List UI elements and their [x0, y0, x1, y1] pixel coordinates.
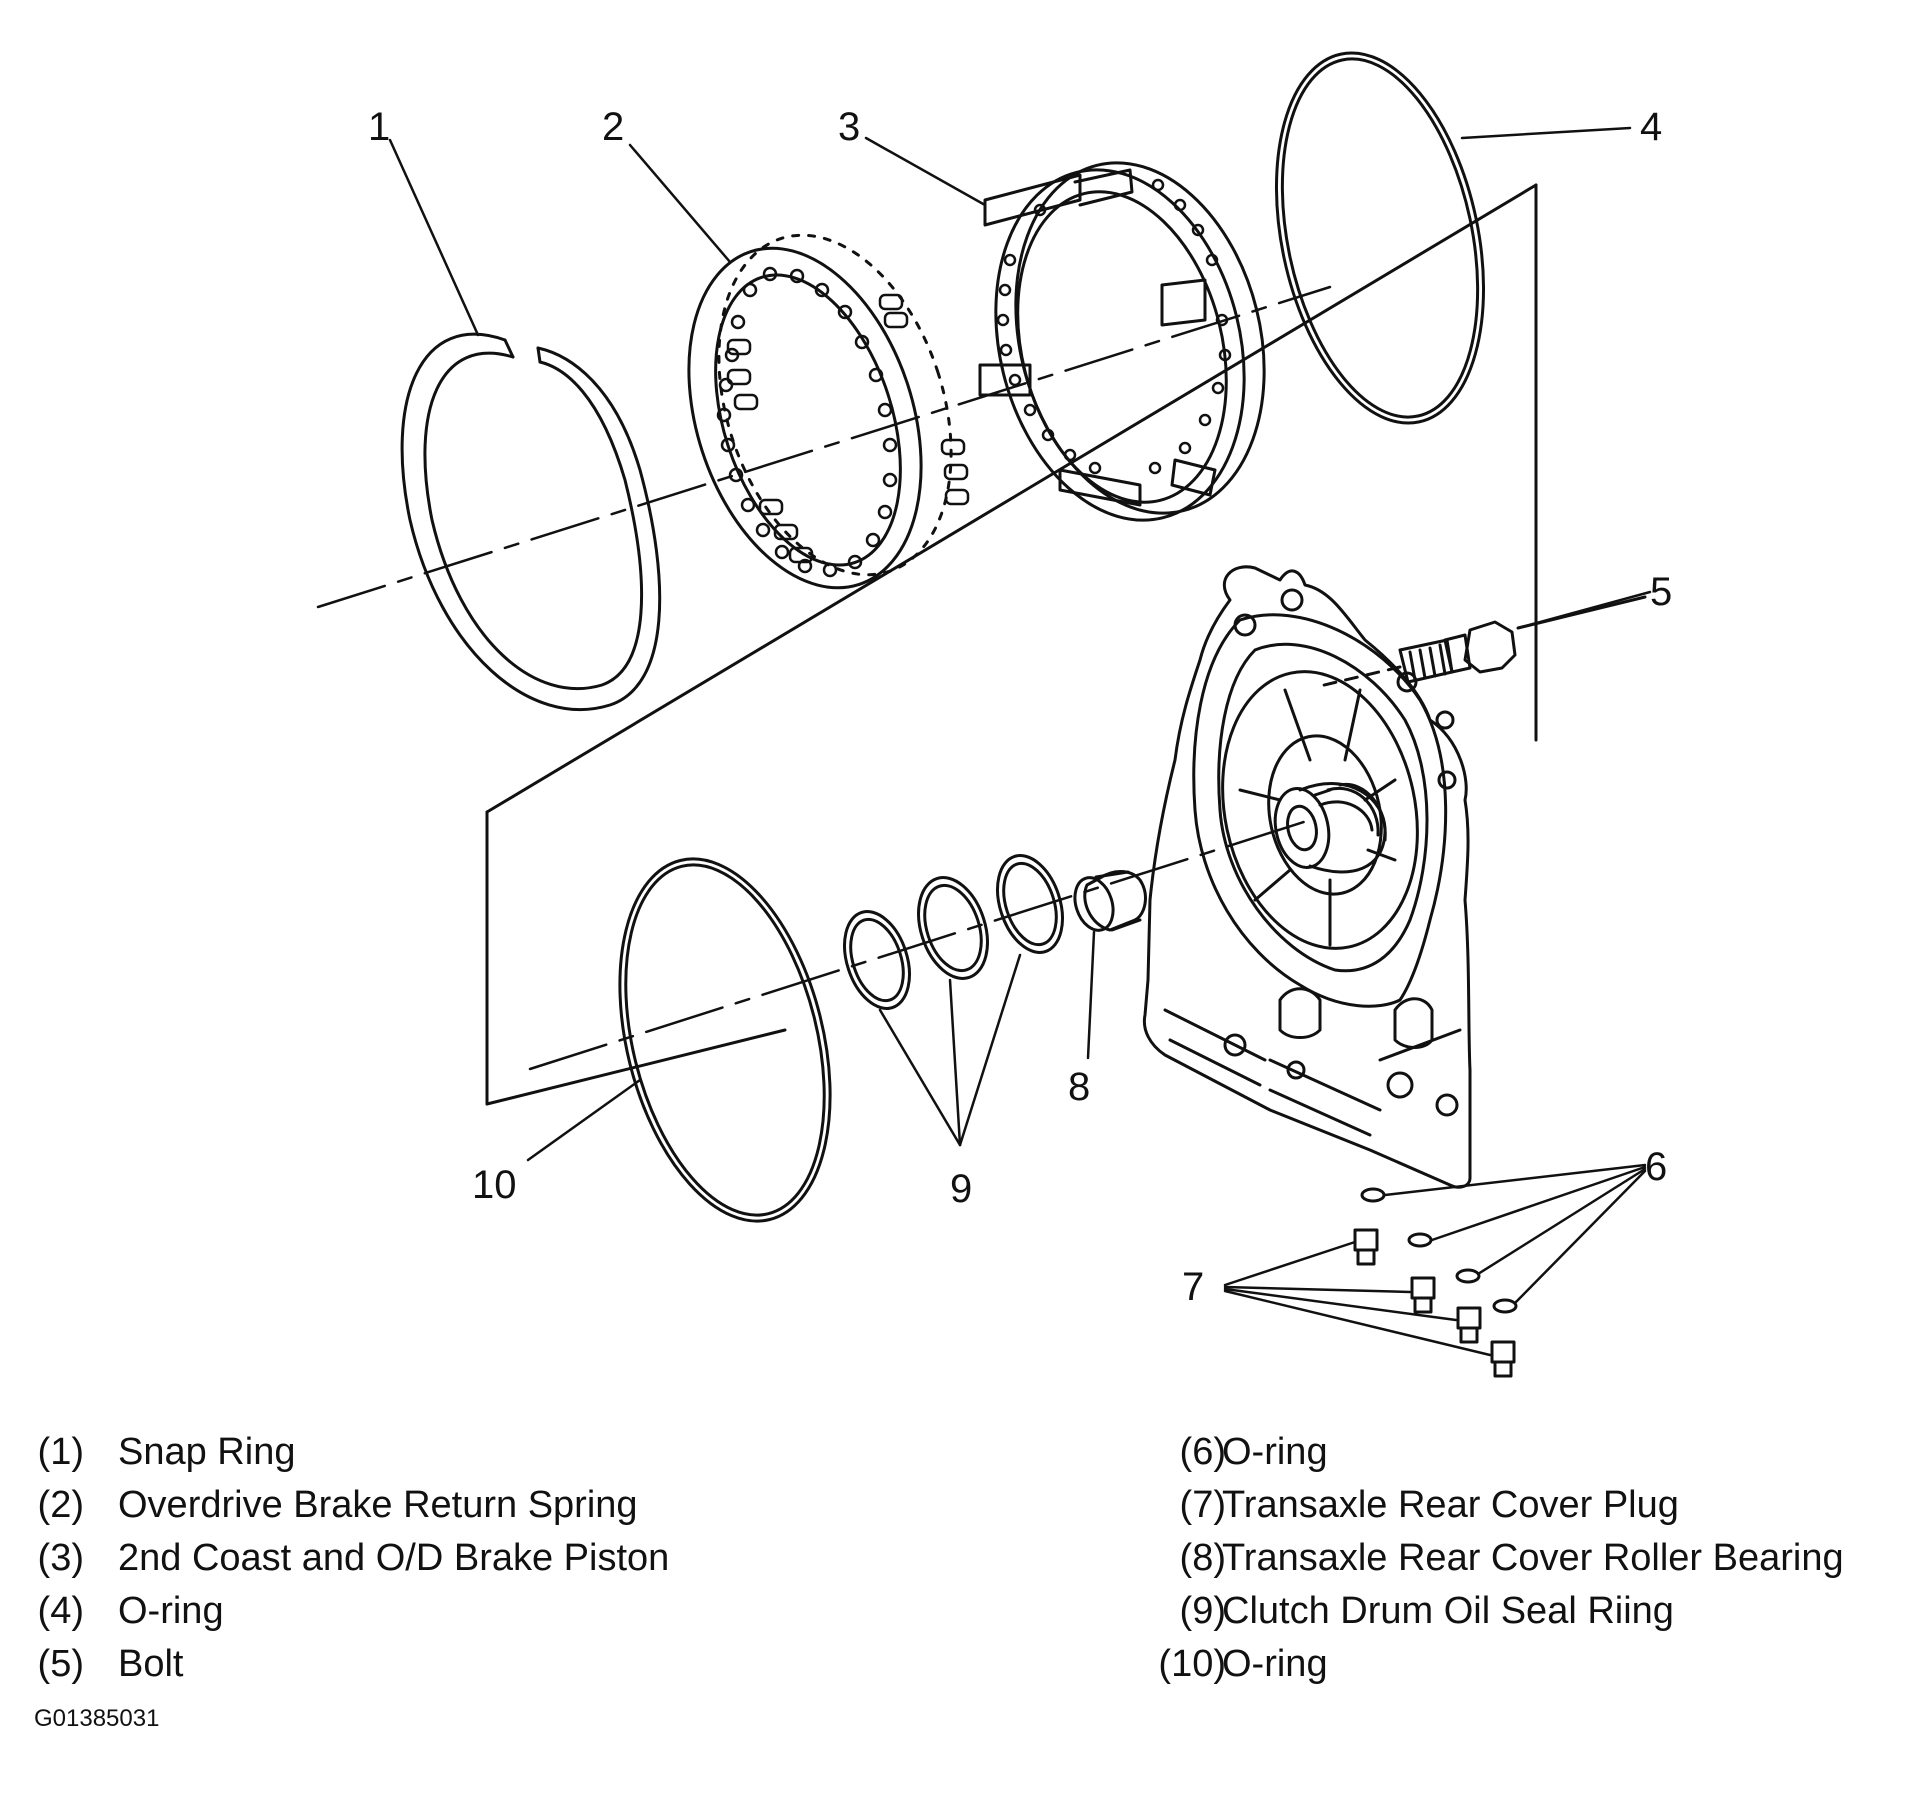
callout-8: 8 — [1068, 1065, 1090, 1109]
legend-number: (7) — [1179, 1484, 1226, 1526]
brake-piston-part-3 — [978, 161, 1266, 522]
legend-number: (1) — [37, 1431, 84, 1473]
legend-label: O-ring — [1222, 1643, 1328, 1685]
legend-label: Transaxle Rear Cover Plug — [1222, 1484, 1679, 1526]
legend-label: Overdrive Brake Return Spring — [118, 1484, 638, 1526]
callout-9: 9 — [950, 1167, 972, 1211]
snap-ring-part-1 — [400, 332, 662, 711]
callout-1: 1 — [368, 105, 390, 149]
transaxle-rear-cover — [1142, 565, 1472, 1189]
callout-3: 3 — [838, 105, 860, 149]
upper-alignment-frame — [485, 183, 1538, 1106]
legend-label: O-ring — [118, 1590, 224, 1632]
figure-id: G01385031 — [34, 1705, 160, 1732]
legend-number: (3) — [37, 1537, 84, 1579]
legend-label: Clutch Drum Oil Seal Riing — [1222, 1590, 1674, 1632]
legend-number: (6) — [1179, 1431, 1226, 1473]
callout-7: 7 — [1182, 1265, 1204, 1309]
cover-plugs-part-7 — [1353, 1228, 1516, 1378]
o-ring-part-10 — [618, 857, 832, 1223]
legend-label: Snap Ring — [118, 1431, 296, 1473]
oil-seal-rings-part-9 — [843, 854, 1064, 1010]
legend-number: (5) — [37, 1643, 84, 1685]
legend-label: O-ring — [1222, 1431, 1328, 1473]
o-ring-part-4 — [1274, 51, 1486, 425]
centerline-axis — [316, 285, 1332, 1071]
callout-numbers: 1 2 3 4 5 6 7 8 9 10 — [368, 105, 1672, 1309]
callout-2: 2 — [602, 105, 624, 149]
legend-label: Bolt — [118, 1643, 184, 1685]
roller-bearing-part-8 — [1073, 870, 1147, 932]
return-spring-part-2 — [687, 233, 970, 590]
callout-4: 4 — [1640, 105, 1662, 149]
legend-label: Transaxle Rear Cover Roller Bearing — [1222, 1537, 1844, 1579]
callout-5: 5 — [1650, 570, 1672, 614]
legend-number: (4) — [37, 1590, 84, 1632]
callout-6: 6 — [1645, 1145, 1667, 1189]
legend-number: (2) — [37, 1484, 84, 1526]
small-o-rings-part-6 — [1360, 1187, 1518, 1314]
legend-label: 2nd Coast and O/D Brake Piston — [118, 1537, 670, 1579]
legend-number: (9) — [1179, 1590, 1226, 1632]
callout-10: 10 — [472, 1163, 517, 1207]
leader-lines — [388, 126, 1652, 1357]
legend-number: (8) — [1179, 1537, 1226, 1579]
legend-number: (10) — [1158, 1643, 1226, 1685]
